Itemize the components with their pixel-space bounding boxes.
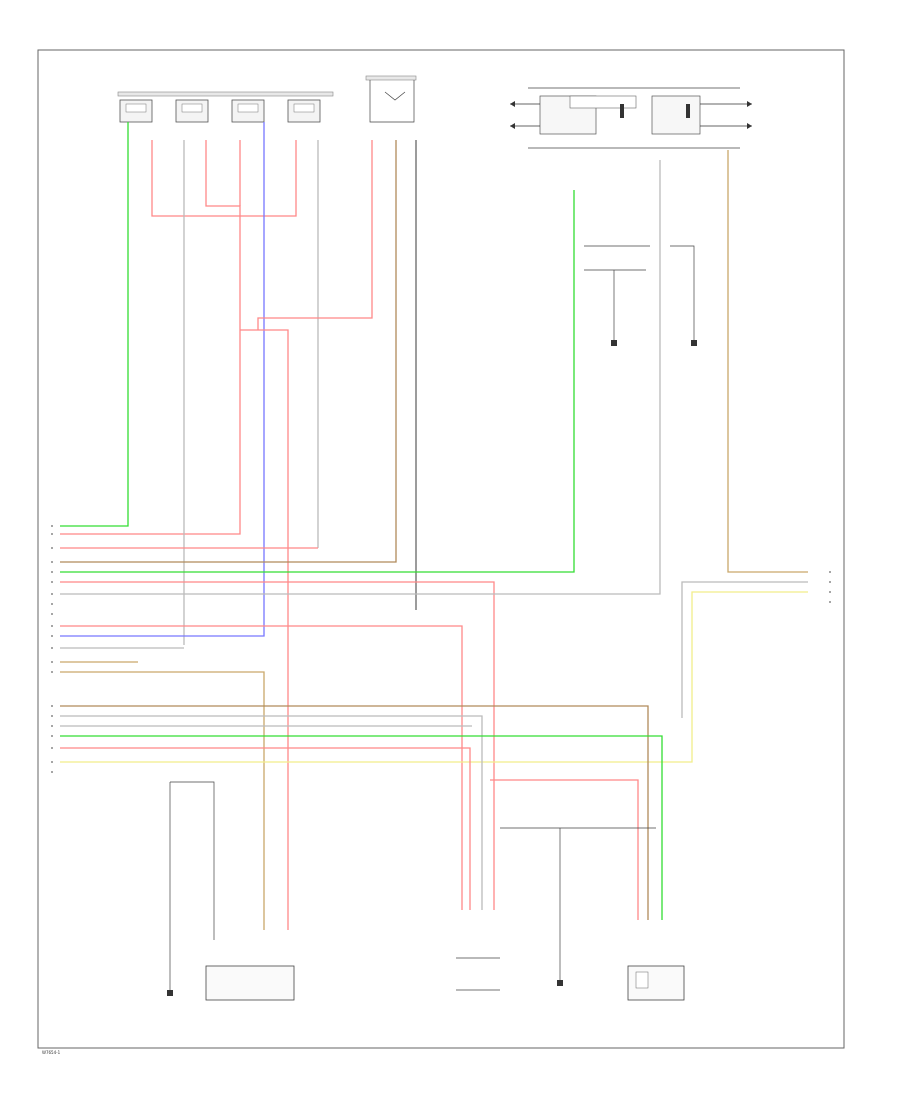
top-right-component — [510, 87, 752, 149]
wire-yellow-1 — [60, 591, 808, 763]
ground-symbol-right-2 — [691, 340, 697, 346]
bottom-middle-connector — [456, 957, 500, 991]
wire-tan-2 — [60, 671, 265, 930]
wire-black-4 — [584, 245, 695, 340]
wire-red-10 — [490, 779, 639, 920]
wire-black-2 — [500, 827, 656, 980]
wire-red-5 — [257, 140, 373, 330]
ground-symbol-left — [167, 990, 173, 996]
top-left-component — [117, 91, 334, 123]
wire-tan-3 — [727, 150, 808, 573]
relay-block-2 — [175, 99, 209, 123]
left-bus-terminals — [51, 525, 53, 773]
wire-green-2 — [60, 190, 575, 573]
ground-symbol-right-1 — [611, 340, 617, 346]
wire-brown-1 — [60, 140, 397, 563]
wire-green-3 — [60, 735, 663, 920]
relay-block-3 — [231, 99, 265, 123]
wire-black-3 — [169, 781, 215, 990]
wire-grey-6 — [60, 715, 483, 910]
wire-red-2 — [60, 140, 241, 535]
wire-grey-5 — [681, 581, 808, 718]
diagram-frame — [37, 49, 845, 1049]
footer-code: W7654-1 — [42, 1050, 61, 1055]
wire-brown-2 — [60, 705, 649, 920]
bottom-right-component — [627, 965, 685, 1001]
wire-red-9 — [60, 747, 471, 910]
ground-symbol-middle — [557, 980, 563, 986]
wire-red-1 — [151, 140, 297, 217]
relay-block-4 — [287, 99, 321, 123]
wire-grey-3 — [60, 160, 661, 595]
bottom-left-component — [205, 965, 295, 1001]
relay-block-1 — [119, 99, 153, 123]
top-center-component — [365, 75, 417, 123]
wire-red-4 — [240, 329, 289, 930]
wire-green-1 — [60, 122, 129, 527]
wire-red-8 — [60, 625, 463, 910]
wire-red-7 — [60, 581, 495, 910]
right-bus-terminals — [829, 571, 831, 603]
wire-blue-1 — [60, 122, 265, 637]
